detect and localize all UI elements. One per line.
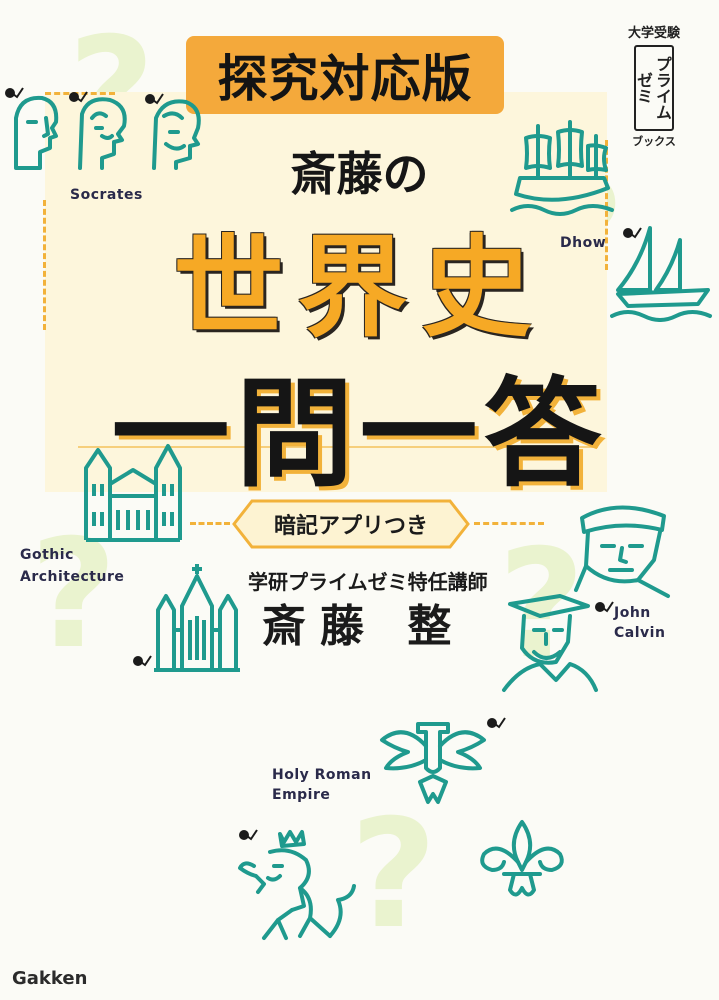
check-icon — [487, 717, 506, 729]
label-gothic-2: Architecture — [20, 569, 125, 585]
edition-badge: 探究対応版 — [186, 36, 504, 114]
label-calvin-1: John — [614, 605, 651, 621]
label-calvin-2: Calvin — [614, 625, 666, 641]
calvin-portrait-illustration — [568, 500, 680, 600]
app-badge-text: 暗記アプリつき — [273, 514, 428, 539]
lion-illustration — [234, 826, 358, 946]
check-icon — [69, 91, 88, 103]
fleur-de-lis-illustration — [474, 818, 570, 914]
check-icon — [623, 227, 642, 239]
calvin-bust-illustration — [500, 590, 600, 694]
check-icon — [595, 601, 614, 613]
dashed-border — [45, 92, 115, 95]
divider-line — [78, 446, 598, 448]
publisher-logo: Gakken — [12, 968, 88, 989]
label-dhow: Dhow — [560, 235, 607, 251]
label-hre-1: Holy Roman — [272, 767, 372, 783]
app-badge: 暗記アプリつき — [232, 499, 470, 549]
title-panel — [45, 92, 607, 492]
series-logo: 大学受験 プライムゼミ ブックス — [618, 22, 690, 149]
label-gothic-1: Gothic — [20, 547, 74, 563]
question-mark-decoration: ? — [30, 508, 118, 682]
dashed-border — [605, 140, 608, 270]
check-icon — [145, 93, 164, 105]
series-top: 大学受験 — [627, 26, 680, 41]
question-mark-decoration: ? — [350, 788, 438, 962]
imperial-eagle-illustration — [378, 712, 488, 812]
dhow-illustration — [610, 218, 714, 322]
book-title-line1: 世界史 — [173, 224, 546, 352]
edition-badge-text: 探究対応版 — [217, 50, 473, 108]
dashed-border — [474, 522, 544, 525]
check-icon — [5, 87, 24, 99]
author-role: 学研プライムゼミ特任講師 — [248, 570, 488, 594]
title-author-prefix: 斎藤の — [290, 147, 429, 201]
check-icon — [133, 655, 152, 667]
series-box: プライムゼミ — [634, 45, 674, 131]
gothic-cathedral-illustration — [82, 440, 184, 544]
ship-illustration — [508, 118, 618, 218]
dashed-border — [43, 200, 46, 330]
socrates-illustration — [6, 88, 206, 178]
book-title-line2: 一問一答 — [111, 365, 608, 503]
check-icon — [239, 829, 258, 841]
label-socrates: Socrates — [70, 187, 143, 203]
label-hre-2: Empire — [272, 787, 331, 803]
gothic-spire-illustration — [152, 560, 242, 674]
dashed-border — [190, 522, 230, 525]
author-name: 斎藤 整 — [262, 601, 466, 652]
series-bottom: ブックス — [632, 135, 676, 148]
